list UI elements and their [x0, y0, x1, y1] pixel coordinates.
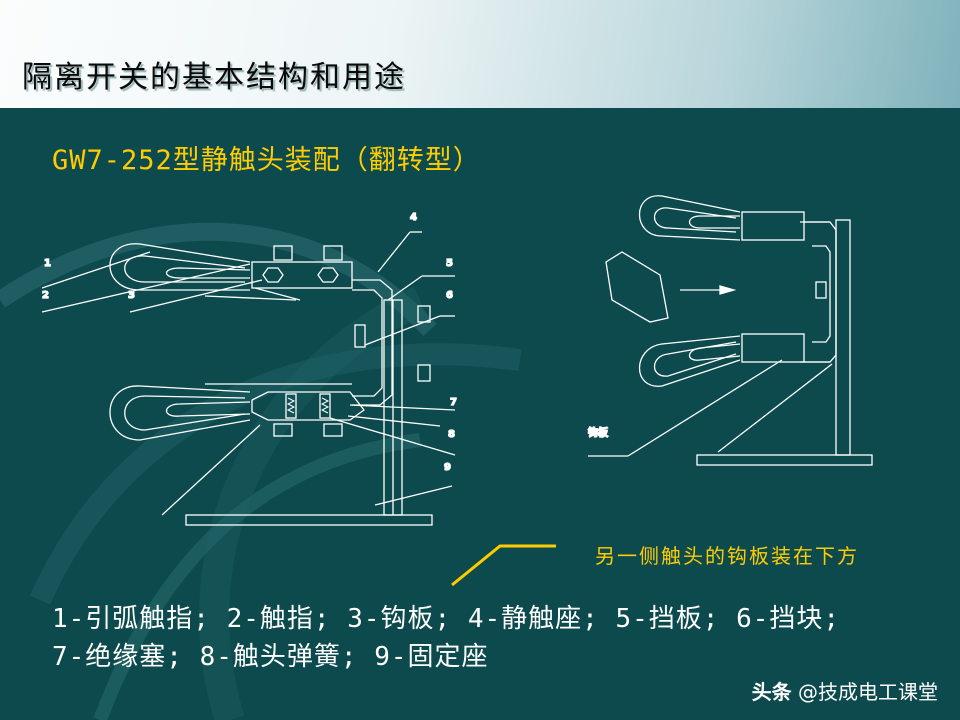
- label-9: 9: [444, 462, 451, 473]
- label-4: 4: [410, 212, 417, 223]
- label-1: 1: [44, 258, 51, 269]
- label-5: 5: [446, 258, 453, 269]
- label-7: 7: [450, 397, 457, 408]
- watermark-prefix: 头条: [751, 680, 792, 704]
- legend-line-1: 1-引弧触指; 2-触指; 3-钩板; 4-静触座; 5-挡板; 6-挡块;: [52, 604, 841, 634]
- legend-line-2: 7-绝缘塞; 8-触头弹簧; 9-固定座: [52, 642, 489, 672]
- watermark-handle: @技成电工课堂: [798, 680, 938, 704]
- label-6: 6: [446, 290, 453, 301]
- page-title: 隔离开关的基本结构和用途: [22, 60, 406, 95]
- label-hook-plate: 钩板: [588, 426, 609, 439]
- label-8: 8: [448, 429, 455, 440]
- label-3: 3: [128, 290, 135, 301]
- header-bar: 隔离开关的基本结构和用途: [0, 0, 960, 108]
- right-assembly: [588, 195, 873, 466]
- label-2: 2: [42, 290, 49, 301]
- diagram-subtitle: GW7-252型静触头装配（翻转型）: [52, 145, 481, 176]
- note-pointer-line: [451, 544, 556, 587]
- left-assembly: [41, 231, 456, 526]
- watermark: 头条 @技成电工课堂: [752, 676, 938, 705]
- parts-legend: 1-引弧触指; 2-触指; 3-钩板; 4-静触座; 5-挡板; 6-挡块; 7…: [52, 600, 840, 676]
- note-text: 另一侧触头的钩板装在下方: [595, 544, 859, 568]
